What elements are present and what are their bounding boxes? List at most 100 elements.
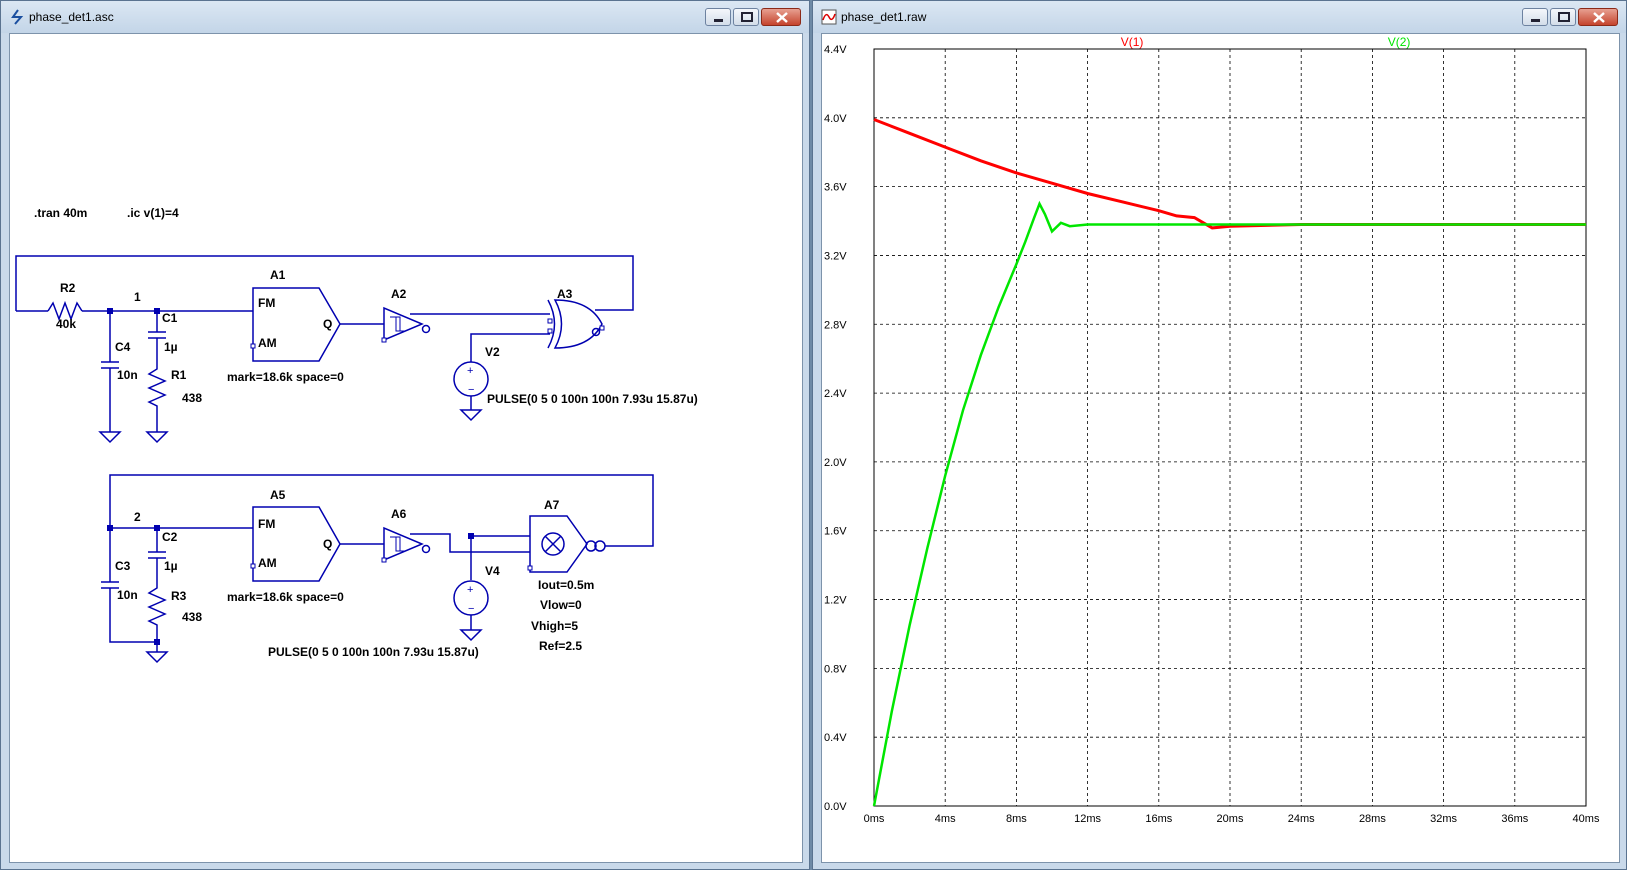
x-tick-label: 36ms bbox=[1501, 813, 1528, 825]
a1-fm-pin: FM bbox=[258, 296, 275, 310]
r3-resistor[interactable] bbox=[147, 558, 167, 652]
c1-value: 1µ bbox=[164, 340, 178, 354]
ground-symbol bbox=[98, 431, 122, 444]
x-tick-label: 40ms bbox=[1573, 813, 1600, 825]
y-tick-label: 2.4V bbox=[824, 388, 847, 400]
waveform-maximize-button[interactable] bbox=[1550, 8, 1576, 26]
a5-params: mark=18.6k space=0 bbox=[227, 590, 344, 604]
a2-schmitt[interactable] bbox=[383, 306, 424, 342]
svg-text:+: + bbox=[467, 584, 473, 596]
v2-value[interactable]: PULSE(0 5 0 100n 100n 7.93u 15.87u) bbox=[487, 392, 698, 406]
r3-value: 438 bbox=[182, 610, 202, 624]
node-2-label: 2 bbox=[134, 510, 141, 524]
node-1-label: 1 bbox=[134, 290, 141, 304]
a1-vco[interactable] bbox=[252, 287, 341, 362]
a1-q-pin: Q bbox=[323, 317, 332, 331]
schematic-drawing[interactable]: + − + − .tran 40m .ic v(1)=4 R2 40k 1 C1… bbox=[10, 34, 804, 864]
r2-resistor[interactable] bbox=[47, 300, 83, 322]
a7-vlow: Vlow=0 bbox=[540, 598, 582, 612]
x-tick-label: 28ms bbox=[1359, 813, 1386, 825]
v4-label: V4 bbox=[485, 564, 500, 578]
r3-label: R3 bbox=[171, 589, 187, 603]
a5-am-pin: AM bbox=[258, 556, 277, 570]
y-tick-label: 0.8V bbox=[824, 663, 847, 675]
y-tick-label: 1.2V bbox=[824, 595, 847, 607]
y-tick-label: 3.2V bbox=[824, 250, 847, 262]
y-tick-label: 1.6V bbox=[824, 526, 847, 538]
y-tick-label: 2.8V bbox=[824, 319, 847, 331]
a5-label: A5 bbox=[270, 488, 286, 502]
waveform-minimize-button[interactable] bbox=[1522, 8, 1548, 26]
waveform-window[interactable]: phase_det1.raw 0.0V 0.4V 0.8V 1.2V 1.6V 2.0V 2… bbox=[812, 0, 1627, 870]
r1-value: 438 bbox=[182, 391, 202, 405]
waveform-plot[interactable]: 0.0V 0.4V 0.8V 1.2V 1.6V 2.0V 2.4V 2.8V 3.2V 3.6V… bbox=[822, 34, 1621, 864]
close-icon bbox=[776, 12, 788, 23]
a5-vco[interactable] bbox=[252, 506, 341, 582]
r1-resistor[interactable] bbox=[147, 338, 167, 432]
x-tick-label: 32ms bbox=[1430, 813, 1457, 825]
ic-directive[interactable]: .ic v(1)=4 bbox=[127, 206, 179, 220]
r1-label: R1 bbox=[171, 368, 187, 382]
c1-label: C1 bbox=[162, 311, 178, 325]
svg-text:−: − bbox=[468, 384, 474, 396]
x-tick-label: 16ms bbox=[1145, 813, 1172, 825]
c3-label: C3 bbox=[115, 559, 131, 573]
x-tick-label: 24ms bbox=[1288, 813, 1315, 825]
waveform-app-icon bbox=[821, 9, 837, 25]
tran-directive[interactable]: .tran 40m bbox=[34, 206, 87, 220]
y-tick-label: 4.0V bbox=[824, 113, 847, 125]
maximize-icon bbox=[741, 12, 753, 22]
schematic-window-title: phase_det1.asc bbox=[29, 10, 114, 24]
minimize-icon bbox=[1531, 19, 1540, 22]
a7-label: A7 bbox=[544, 498, 560, 512]
y-tick-label: 0.0V bbox=[824, 801, 847, 813]
schematic-window[interactable]: phase_det1.asc bbox=[0, 0, 810, 870]
trace-v2[interactable] bbox=[872, 200, 1586, 807]
svg-text:−: − bbox=[468, 603, 474, 615]
a7-phase-detector[interactable] bbox=[529, 515, 588, 573]
v2-label: V2 bbox=[485, 345, 500, 359]
maximize-button[interactable] bbox=[733, 8, 759, 26]
a3-xnor[interactable] bbox=[553, 299, 603, 349]
x-tick-label: 20ms bbox=[1217, 813, 1244, 825]
waveform-close-button[interactable] bbox=[1578, 8, 1618, 26]
c3-value: 10n bbox=[117, 588, 138, 602]
c4-label: C4 bbox=[115, 340, 131, 354]
a6-schmitt[interactable] bbox=[383, 526, 424, 562]
x-tick-label: 0ms bbox=[864, 813, 885, 825]
legend-v2[interactable]: V(2) bbox=[1388, 35, 1411, 49]
minimize-button[interactable] bbox=[705, 8, 731, 26]
feedback-wire-2 bbox=[109, 474, 654, 547]
r2-label: R2 bbox=[60, 281, 76, 295]
waveform-window-title: phase_det1.raw bbox=[841, 10, 927, 24]
a2-label: A2 bbox=[391, 287, 407, 301]
c4-value: 10n bbox=[117, 368, 138, 382]
schematic-canvas[interactable]: + − + − .tran 40m .ic v(1)=4 R2 40k 1 C1… bbox=[9, 33, 803, 863]
x-tick-label: 12ms bbox=[1074, 813, 1101, 825]
waveform-viewer[interactable]: 0.0V 0.4V 0.8V 1.2V 1.6V 2.0V 2.4V 2.8V 3.2V 3.6V… bbox=[821, 33, 1620, 863]
a1-label: A1 bbox=[270, 268, 286, 282]
y-tick-label: 4.4V bbox=[824, 44, 847, 56]
a1-am-pin: AM bbox=[258, 336, 277, 350]
a1-params: mark=18.6k space=0 bbox=[227, 370, 344, 384]
a7-iout: Iout=0.5m bbox=[538, 578, 594, 592]
c2-value: 1µ bbox=[164, 559, 178, 573]
maximize-icon bbox=[1558, 12, 1570, 22]
v4-value[interactable]: PULSE(0 5 0 100n 100n 7.93u 15.87u) bbox=[268, 645, 479, 659]
x-tick-label: 4ms bbox=[935, 813, 956, 825]
y-tick-label: 2.0V bbox=[824, 457, 847, 469]
y-tick-label: 0.4V bbox=[824, 732, 847, 744]
a3-label: A3 bbox=[557, 287, 573, 301]
waveform-titlebar[interactable]: phase_det1.raw bbox=[813, 1, 1626, 33]
close-button[interactable] bbox=[761, 8, 801, 26]
schematic-titlebar[interactable]: phase_det1.asc bbox=[1, 1, 809, 33]
minimize-icon bbox=[714, 19, 723, 22]
a7-ref: Ref=2.5 bbox=[539, 639, 582, 653]
close-icon bbox=[1593, 12, 1605, 23]
a5-q-pin: Q bbox=[323, 537, 332, 551]
x-tick-label: 8ms bbox=[1006, 813, 1027, 825]
schematic-app-icon bbox=[11, 9, 24, 25]
legend-v1[interactable]: V(1) bbox=[1121, 35, 1144, 49]
a7-vhigh: Vhigh=5 bbox=[531, 619, 578, 633]
y-tick-label: 3.6V bbox=[824, 182, 847, 194]
